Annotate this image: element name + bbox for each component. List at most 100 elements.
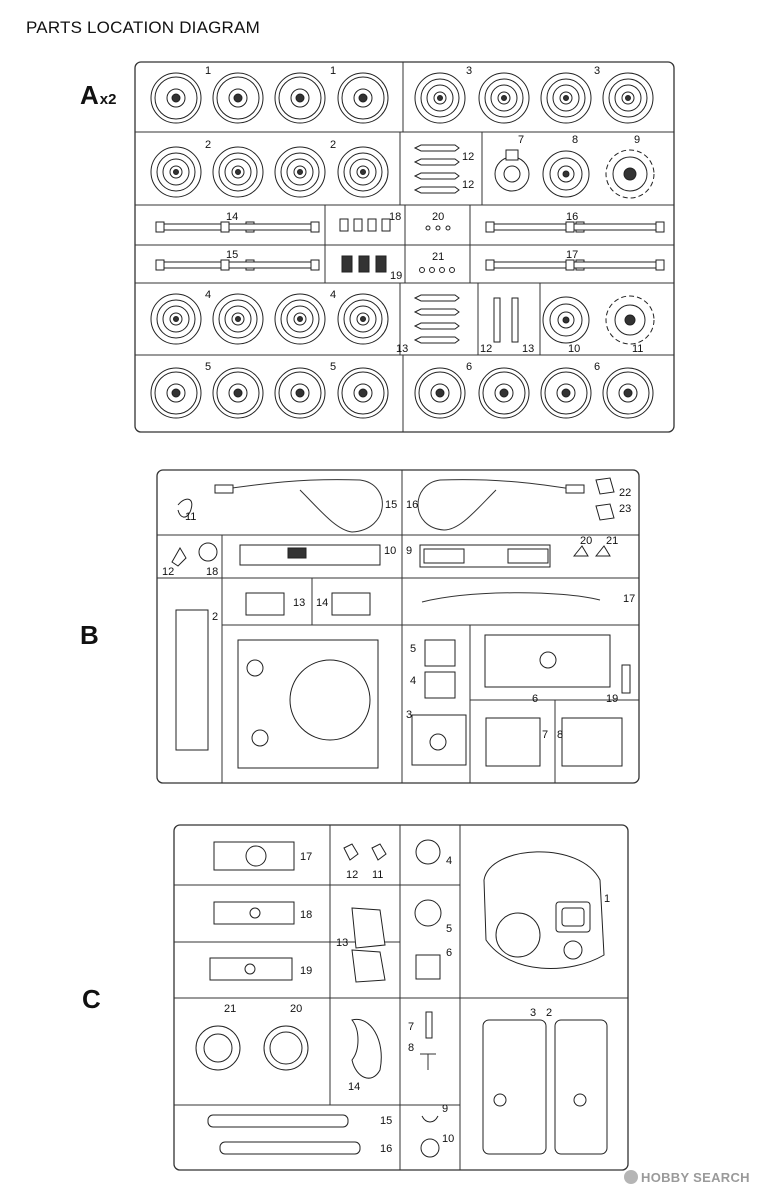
part-number: 21: [432, 251, 444, 263]
part-number: 2: [205, 139, 211, 151]
part-a3-wheel: [414, 72, 466, 124]
part-b17-track: [421, 592, 601, 603]
part-a4-wheel: [274, 293, 326, 345]
part-c15-barrel: [207, 1114, 349, 1128]
watermark-text: HOBBY SEARCH: [641, 1170, 750, 1185]
part-a12-pin: [414, 144, 460, 152]
part-a6-wheel: [478, 367, 530, 419]
part-number: 5: [205, 361, 211, 373]
part-number: 21: [606, 535, 618, 547]
part-number: 1: [604, 893, 610, 905]
sprue-b-label: B: [80, 620, 99, 650]
part-a4-wheel: [337, 293, 389, 345]
part-number: 21: [224, 1003, 236, 1015]
part-number: 6: [466, 361, 472, 373]
part-number: 11: [632, 343, 643, 355]
part-number: 2: [212, 611, 218, 623]
part-number: 13: [396, 343, 408, 355]
part-a12-pin: [414, 158, 460, 166]
part-number: 13: [522, 343, 534, 355]
part-a5-wheel: [337, 367, 389, 419]
part-a1-wheel: [274, 72, 326, 124]
part-number: 9: [442, 1103, 448, 1115]
part-number: 3: [530, 1007, 536, 1019]
part-number: 7: [408, 1021, 414, 1033]
part-a16-rod: [565, 221, 665, 233]
part-a13-pin: [414, 322, 460, 330]
part-b10: [239, 544, 381, 566]
part-b22: [595, 477, 615, 495]
part-a4-wheel: [212, 293, 264, 345]
page-title: PARTS LOCATION DIAGRAM: [26, 18, 260, 37]
sprue-a-frame: [134, 61, 675, 433]
part-number: 7: [518, 134, 524, 146]
part-c13-upper: [351, 907, 386, 949]
part-number: 17: [623, 593, 635, 605]
part-b11: [177, 498, 193, 518]
part-c7: [425, 1011, 433, 1039]
part-a13-pin: [414, 308, 460, 316]
part-c6: [415, 954, 441, 980]
part-number: 19: [300, 965, 312, 977]
part-b14: [331, 592, 371, 616]
part-number: 8: [408, 1042, 414, 1054]
sprue-a-label: Ax2: [80, 80, 116, 111]
part-a13-pin: [414, 336, 460, 344]
part-a20-studs: [425, 225, 451, 231]
part-a2-wheel: [337, 146, 389, 198]
part-number: 18: [389, 211, 401, 223]
hobby-search-logo-icon: [624, 1170, 638, 1184]
part-a10-wheel: [542, 296, 590, 344]
part-c12: [343, 843, 359, 861]
part-b4: [424, 671, 456, 699]
part-number: 12: [462, 179, 474, 191]
part-number: 3: [466, 65, 472, 77]
part-number: 5: [330, 361, 336, 373]
sprue-a: 1 1 3 3 2 2 12 12 7 8 9 14 18 20 16 15 1…: [134, 61, 675, 433]
part-a1-wheel: [150, 72, 202, 124]
part-b16-end: [565, 484, 585, 494]
part-number: 10: [384, 545, 396, 557]
part-b23: [595, 503, 615, 521]
part-c14-mantlet: [351, 1018, 382, 1079]
part-number: 14: [348, 1081, 360, 1093]
part-b7-grille: [485, 717, 541, 767]
part-b12: [171, 547, 187, 567]
part-number: 16: [380, 1143, 392, 1155]
part-a5-wheel: [212, 367, 264, 419]
part-number: 14: [226, 211, 238, 223]
part-a1-wheel: [337, 72, 389, 124]
part-number: 15: [385, 499, 397, 511]
part-number: 17: [566, 249, 578, 261]
part-number: 18: [206, 566, 218, 578]
part-a11-sprocket: [605, 295, 655, 345]
part-a5-wheel: [274, 367, 326, 419]
part-number: 19: [606, 693, 618, 705]
part-a18-clips: [339, 218, 391, 232]
part-number: 18: [300, 909, 312, 921]
part-number: 1: [330, 65, 336, 77]
part-c11: [371, 843, 387, 861]
part-a6-wheel: [602, 367, 654, 419]
sprue-a-multiplier: x2: [99, 91, 117, 108]
part-number: 3: [406, 709, 412, 721]
part-a4-wheel: [150, 293, 202, 345]
part-number: 2: [546, 1007, 552, 1019]
part-a3-wheel: [602, 72, 654, 124]
part-number: 23: [619, 503, 631, 515]
part-number: 4: [205, 289, 211, 301]
part-number: 8: [572, 134, 578, 146]
part-number: 20: [290, 1003, 302, 1015]
part-a2-wheel: [150, 146, 202, 198]
part-c13-lower: [351, 949, 386, 983]
part-a13-pin: [414, 294, 460, 302]
part-b10-detail: [287, 547, 307, 559]
part-number: 20: [432, 211, 444, 223]
part-number: 13: [293, 597, 305, 609]
sprue-c: 17 12 11 4 1 18 13 5 6 19 21 20 3 2 7 8 …: [173, 824, 629, 1171]
part-a3-wheel: [540, 72, 592, 124]
watermark: HOBBY SEARCH: [624, 1170, 750, 1185]
part-number: 4: [410, 675, 416, 687]
part-number: 12: [162, 566, 174, 578]
